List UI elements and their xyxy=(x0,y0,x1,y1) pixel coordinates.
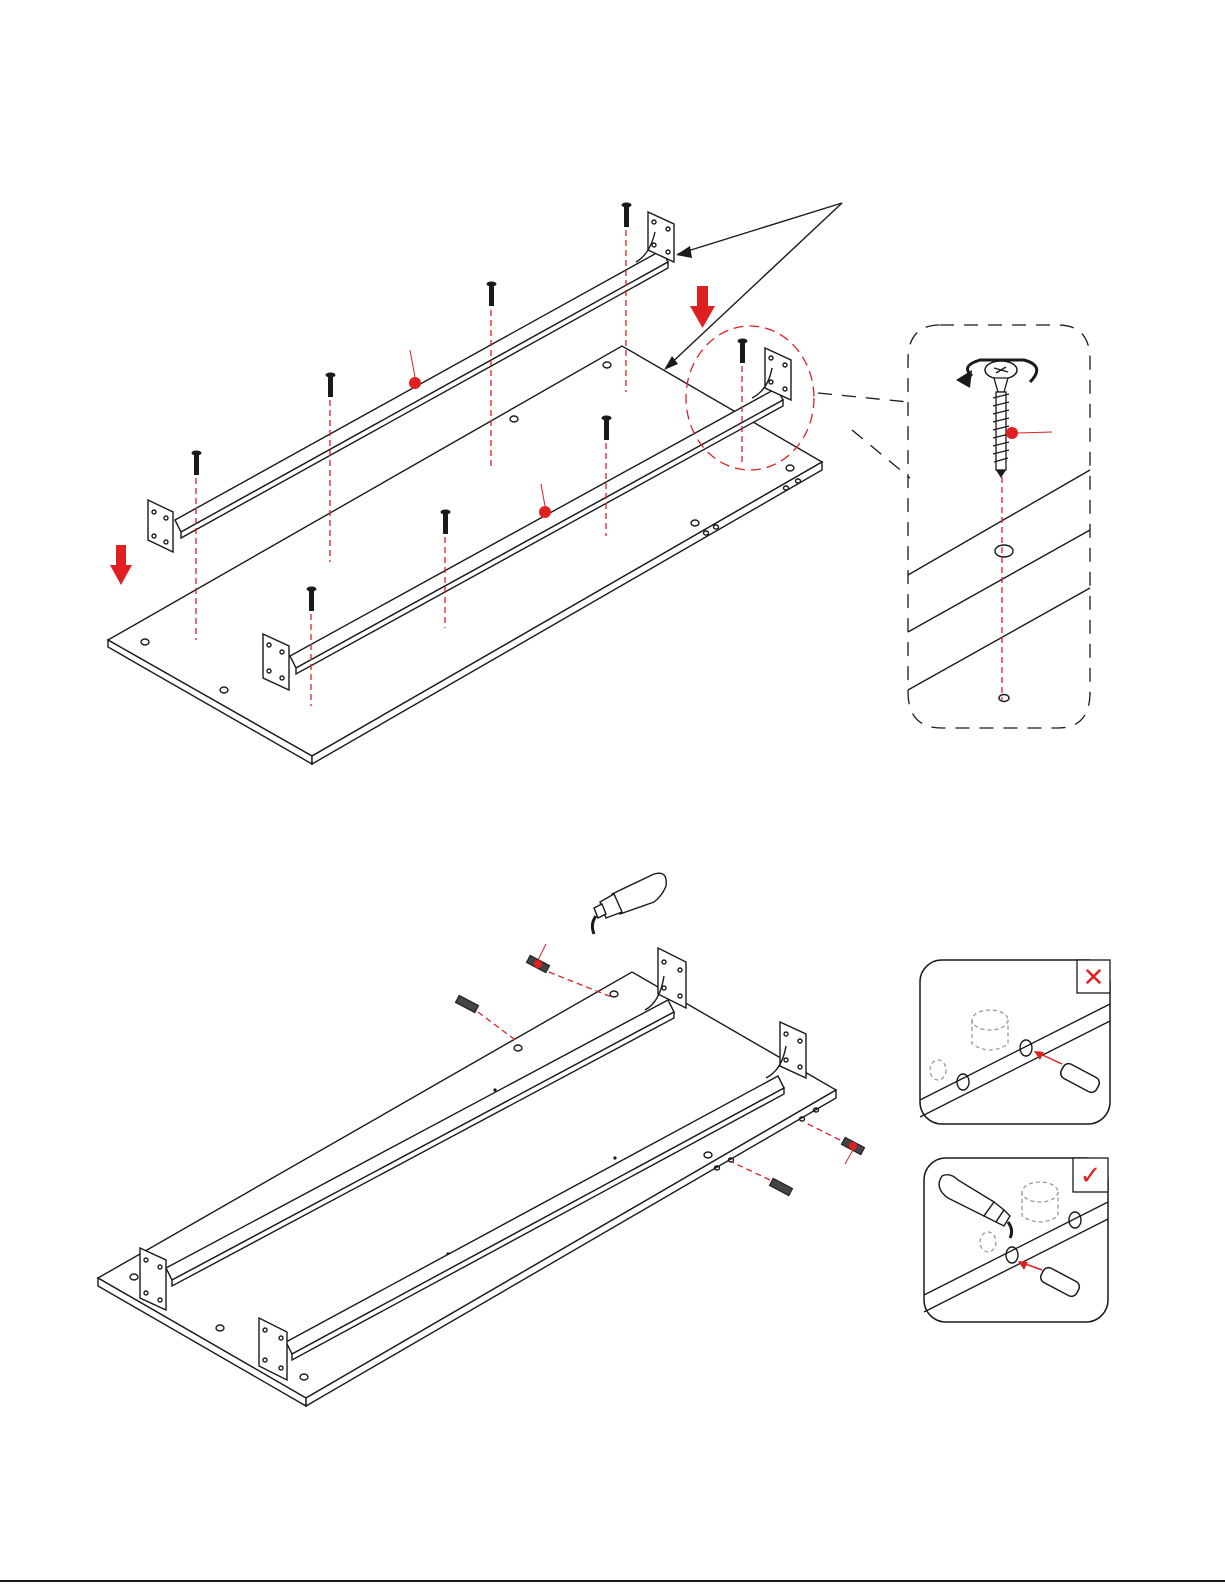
check-icon: ✓ xyxy=(1080,1161,1102,1191)
glue-bottle-icon xyxy=(592,873,666,934)
red-dot-rail-left xyxy=(409,350,421,389)
screw-icon xyxy=(738,339,748,364)
cross-icon: ✕ xyxy=(1083,963,1105,993)
screw-icon xyxy=(326,373,336,398)
screw-detail-panel xyxy=(908,325,1090,728)
detail-wrong-panel: ✕ xyxy=(920,960,1110,1124)
screw-icon xyxy=(985,361,1017,478)
down-arrow-icon xyxy=(110,545,132,585)
screw-icon xyxy=(192,451,202,476)
board-panel xyxy=(98,972,836,1406)
dowel-icon xyxy=(769,1178,792,1195)
dowel-icon xyxy=(455,995,478,1012)
step-1-illustration xyxy=(0,0,1225,790)
page-bottom-rule xyxy=(0,1580,1225,1582)
red-dot-screw-detail xyxy=(1006,427,1052,439)
leader-arrows xyxy=(664,203,842,370)
board-panel xyxy=(108,346,822,764)
screw-icon xyxy=(622,203,632,228)
assembly-step-2: ✕ ✓ xyxy=(0,790,1225,1585)
down-arrow-icon xyxy=(690,286,715,328)
detail-right-panel: ✓ xyxy=(924,1158,1108,1322)
assembly-step-1 xyxy=(0,0,1225,790)
step-2-illustration: ✕ ✓ xyxy=(0,790,1225,1585)
screw-icon xyxy=(487,282,497,307)
